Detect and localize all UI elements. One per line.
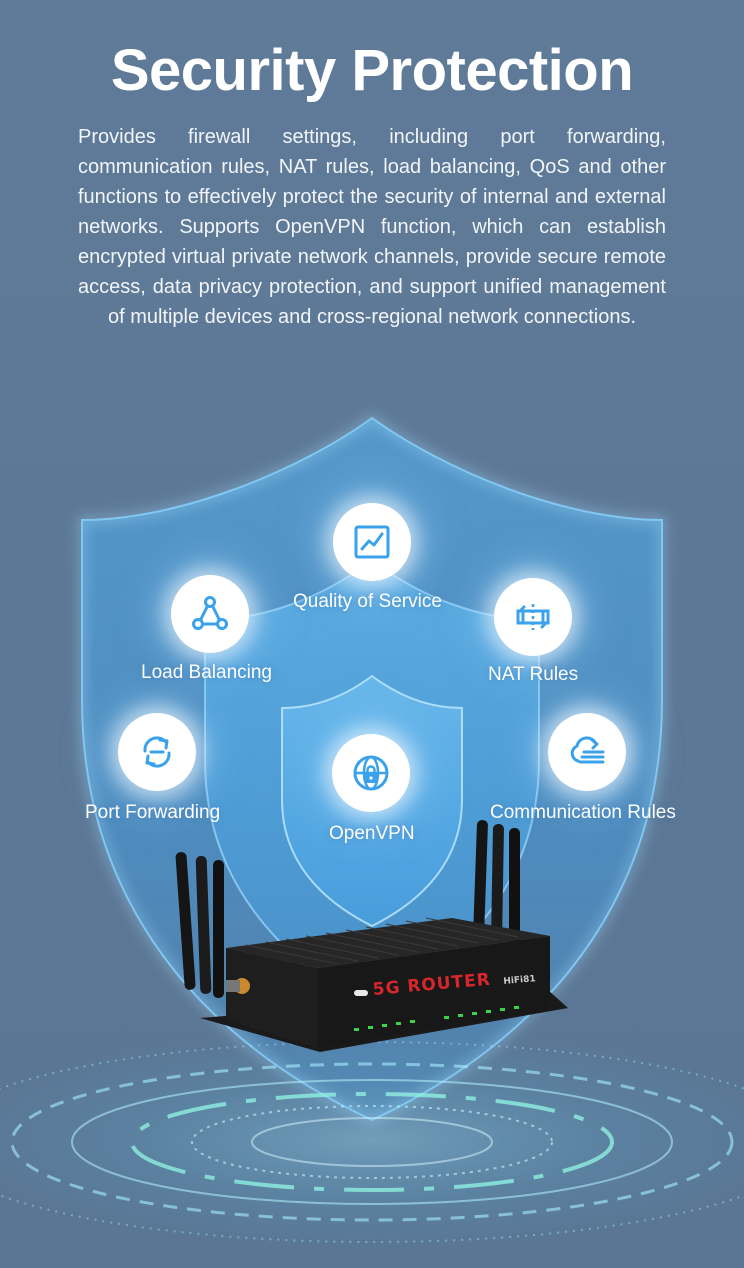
nat-rules-label: NAT Rules (488, 664, 579, 685)
communication-rules-icon-badge (548, 713, 626, 791)
load-balancing-label: Load Balancing (141, 662, 272, 683)
line-chart-icon (354, 525, 390, 559)
forward-arrows-icon (143, 736, 171, 768)
qos-label: Quality of Service (293, 591, 442, 612)
page-description: Provides firewall settings, including po… (78, 126, 666, 328)
globe-lock-icon (353, 755, 389, 791)
nat-rules-icon-badge (494, 578, 572, 656)
floor-glow (0, 1030, 744, 1250)
router-body (200, 917, 568, 1052)
openvpn-label: OpenVPN (329, 823, 415, 844)
antennas-left (175, 852, 224, 998)
communication-rules-label: Communication Rules (490, 802, 676, 823)
qos-icon-badge (333, 503, 411, 581)
cloud-sync-icon (570, 736, 605, 764)
openvpn-icon-badge (332, 734, 410, 812)
page-title: Security Protection (110, 38, 634, 103)
load-balancing-icon-badge (171, 575, 249, 653)
network-nodes-icon (192, 596, 228, 630)
port-forwarding-label: Port Forwarding (85, 802, 221, 823)
nat-arrows-icon (516, 604, 550, 630)
antennas-right (473, 820, 520, 946)
port-forwarding-icon-badge (118, 713, 196, 791)
